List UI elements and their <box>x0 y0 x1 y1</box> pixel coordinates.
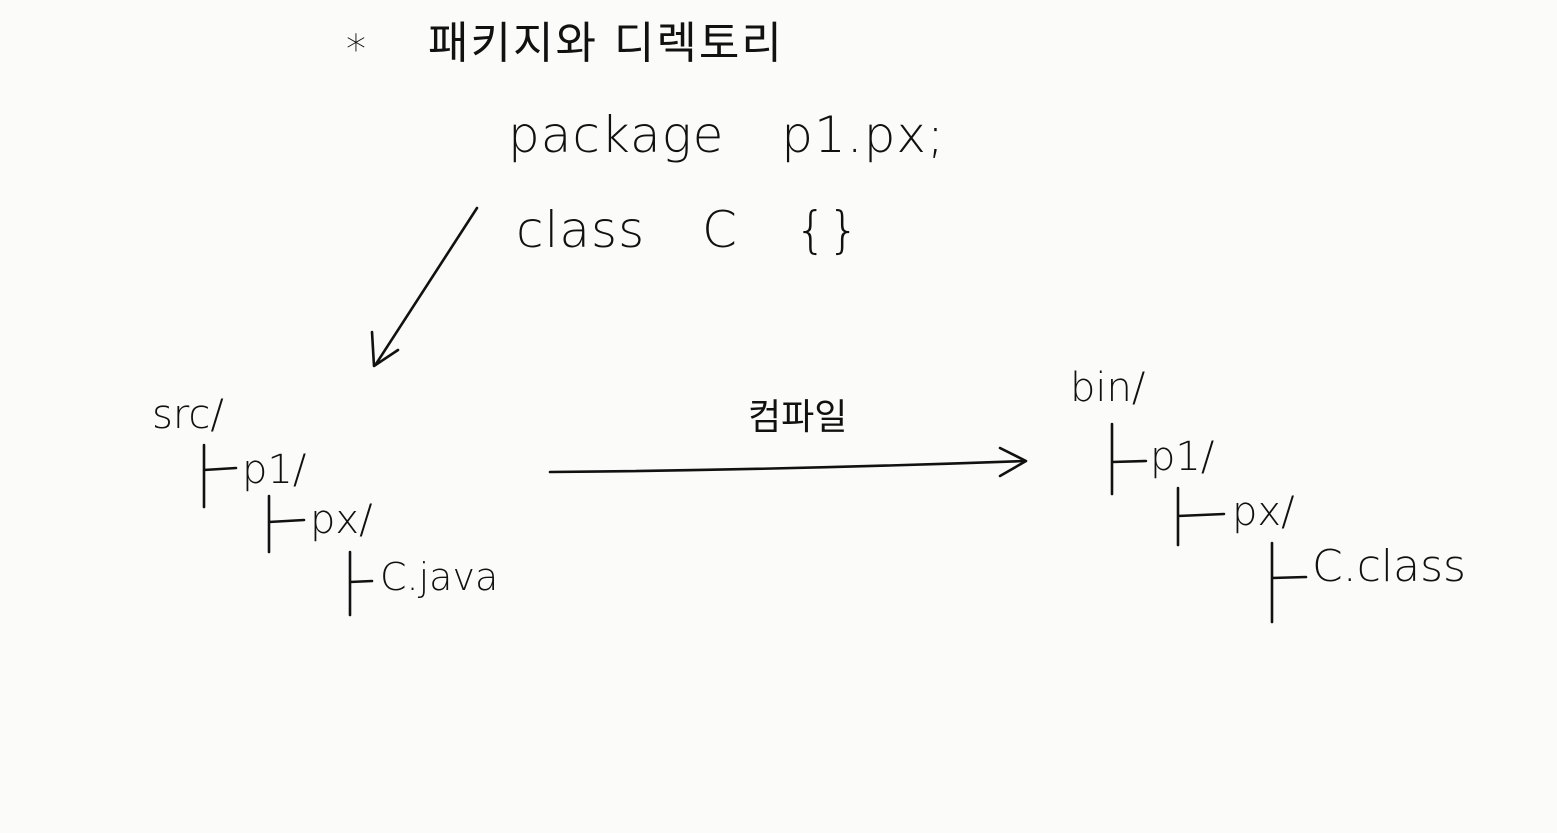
code-to-source-arrow-shaft <box>374 206 479 366</box>
source-file: C.java <box>380 555 499 599</box>
code-class-line: class C {} <box>516 201 861 259</box>
source-root-folder: src/ <box>152 392 224 438</box>
source-folder-px: px/ <box>310 497 373 543</box>
src-branch-p1 <box>202 443 238 509</box>
output-folder-p1: p1/ <box>1150 434 1215 480</box>
src-branch-px <box>267 494 306 554</box>
compile-label: 컴파일 <box>748 397 848 438</box>
bin-branch-px <box>1176 486 1226 547</box>
bin-branch-p1 <box>1110 422 1148 496</box>
source-folder-p1: p1/ <box>242 447 307 493</box>
code-to-source-arrowhead <box>370 330 400 368</box>
code-package-line: package p1.px; <box>508 106 945 164</box>
compile-arrow-shaft <box>548 459 1027 474</box>
output-root-folder: bin/ <box>1070 365 1146 411</box>
title-bullet: * <box>346 27 366 73</box>
output-folder-px: px/ <box>1232 489 1295 535</box>
page-title: 패키지와 디렉토리 <box>428 18 784 69</box>
output-file: C.class <box>1312 541 1466 592</box>
src-branch-file <box>348 550 374 617</box>
bin-branch-file <box>1270 541 1308 624</box>
compile-arrowhead <box>998 446 1028 478</box>
